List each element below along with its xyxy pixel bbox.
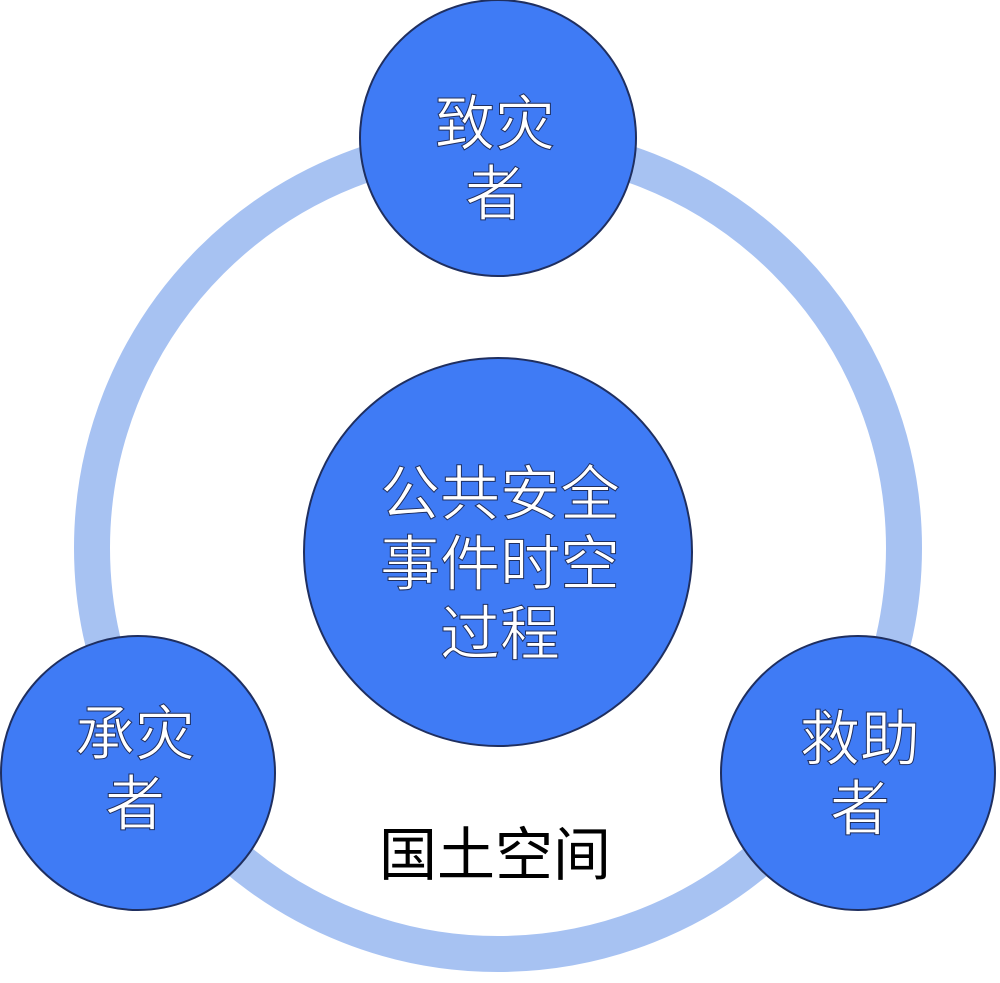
right-node-circle	[720, 635, 996, 911]
center-circle	[303, 357, 693, 747]
left-node-label: 承灾 者	[75, 700, 196, 841]
space-label: 国土空间	[378, 821, 611, 889]
right-node-label: 救助 者	[800, 705, 921, 846]
top-node-circle	[359, 0, 637, 277]
center-label: 公共安全 事件时空 过程	[380, 460, 621, 671]
top-node-label: 致灾 者	[435, 90, 556, 231]
left-node-circle	[0, 635, 276, 911]
